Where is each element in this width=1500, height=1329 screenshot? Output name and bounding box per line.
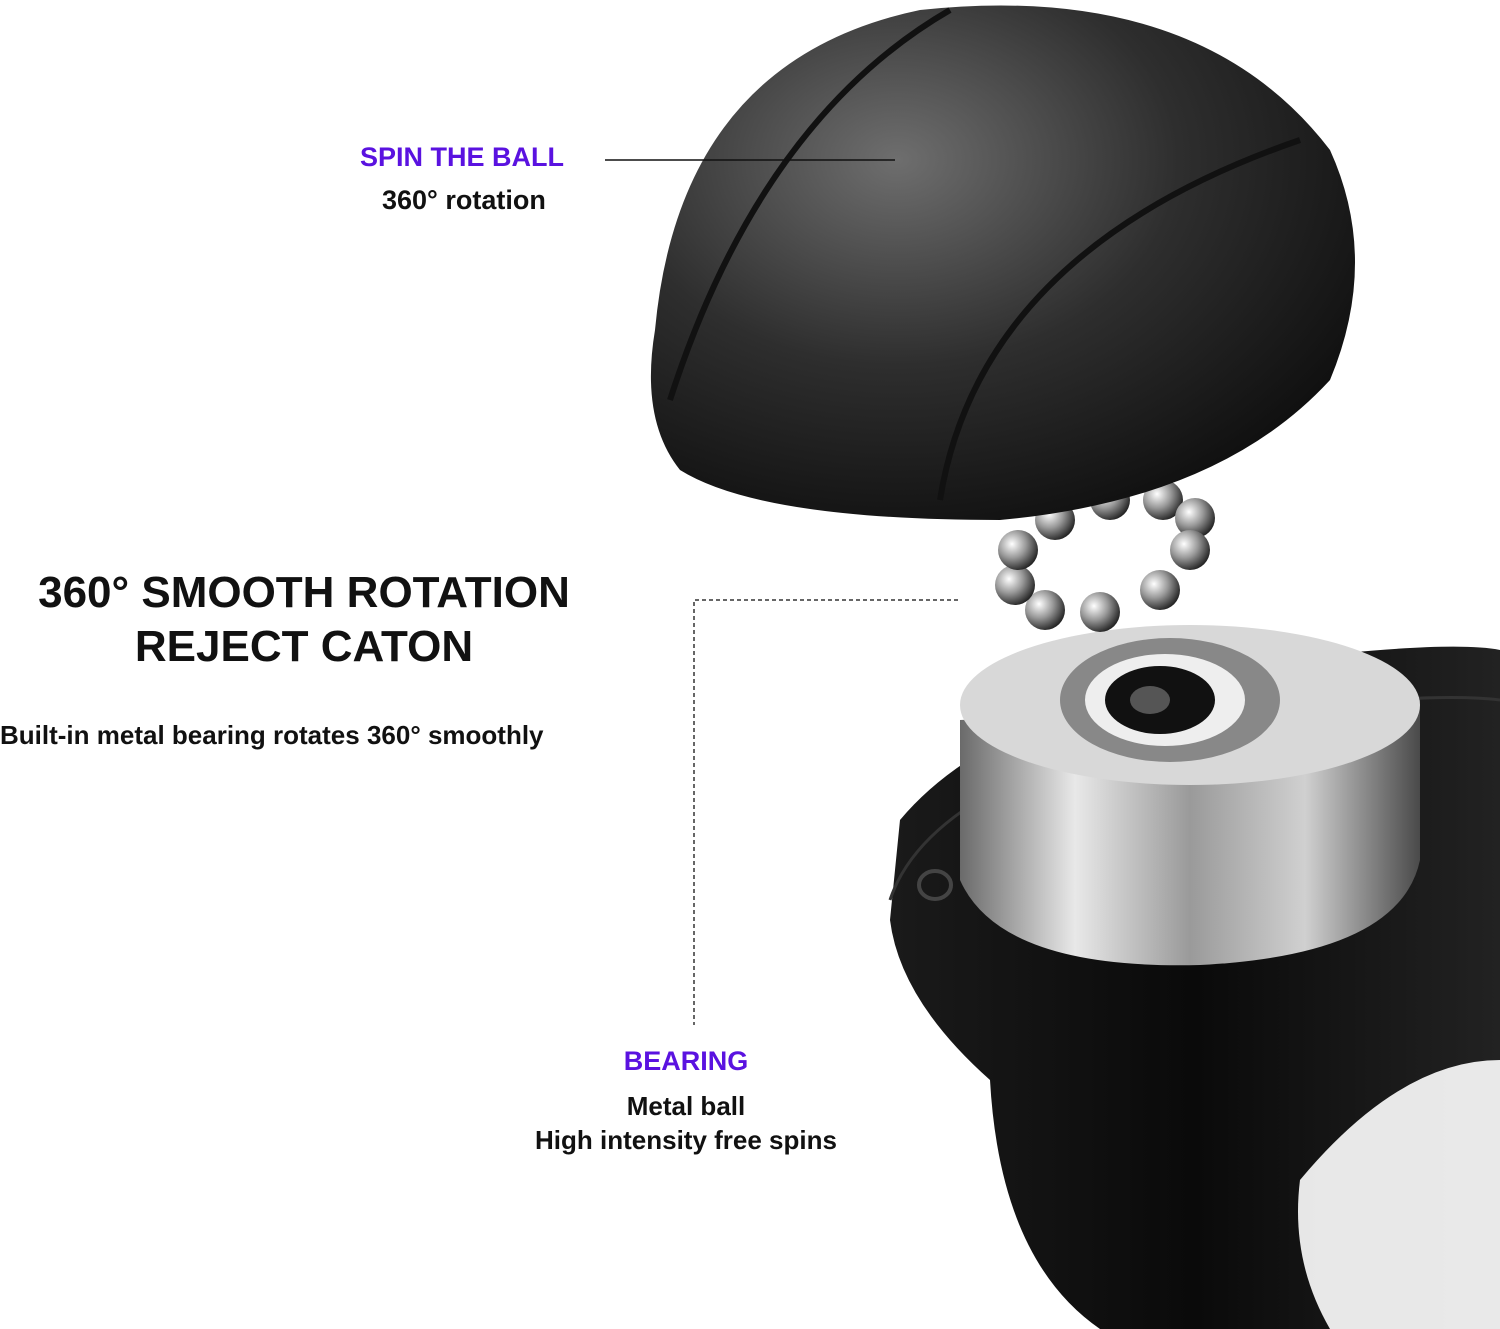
bearing-callout-line-1: Metal ball <box>626 1091 746 1121</box>
bearing-callout: BEARING Metal ball High intensity free s… <box>486 1043 886 1157</box>
bearing-callout-line <box>693 599 958 1025</box>
bearing-cylinder <box>960 625 1420 966</box>
bearing-callout-line-2: High intensity free spins <box>535 1125 837 1155</box>
spin-callout-subtitle: 360° rotation <box>382 185 546 215</box>
headline: 360° SMOOTH ROTATION REJECT CATON <box>0 566 608 674</box>
headline-line-1: 360° SMOOTH ROTATION <box>38 568 570 617</box>
description: Built-in metal bearing rotates 360° smoo… <box>0 720 544 750</box>
spin-callout-title: SPIN THE BALL <box>360 142 565 172</box>
bearing-callout-title: BEARING <box>623 1046 749 1076</box>
headline-line-2: REJECT CATON <box>134 622 474 671</box>
spinner-ball-dome <box>650 5 1355 520</box>
